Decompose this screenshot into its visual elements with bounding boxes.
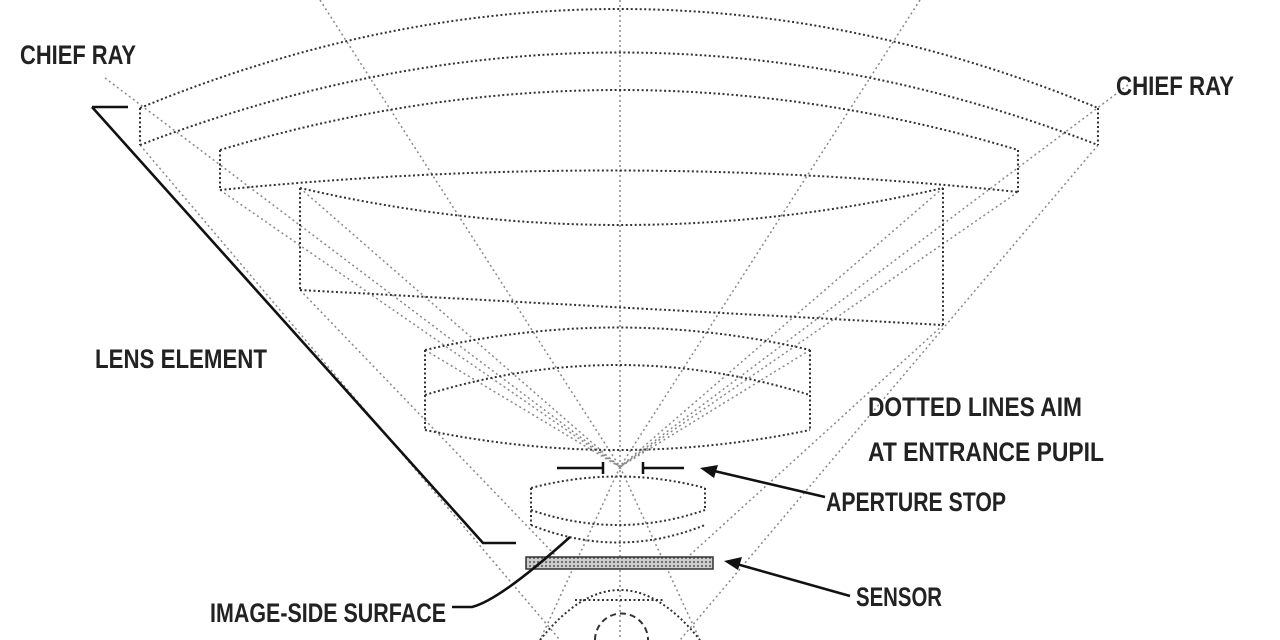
label-dotted-note-1: DOTTED LINES AIM [868, 392, 1082, 422]
sensor-arrow [732, 561, 851, 598]
label-lens-element: LENS ELEMENT [95, 344, 267, 374]
lens-5 [530, 475, 706, 544]
label-chief-ray-right: CHIEF RAY [1116, 71, 1234, 101]
aperture-stop-arrow [709, 468, 826, 499]
arrowhead-icon [700, 465, 718, 478]
image-side-surface-leader [452, 536, 571, 609]
sensor [525, 556, 714, 570]
ray-lines [104, 0, 1129, 640]
arrowhead-icon [724, 557, 742, 570]
lens-element-leader [91, 105, 516, 545]
lower-element [539, 589, 701, 640]
label-chief-ray-left: CHIEF RAY [20, 40, 136, 70]
lens-2 [219, 89, 1019, 193]
lens-1 [139, 8, 1099, 146]
label-aperture-stop: APERTURE STOP [826, 487, 1006, 517]
label-sensor: SENSOR [856, 582, 942, 612]
label-image-side-surface: IMAGE-SIDE SURFACE [210, 598, 446, 628]
lens-3 [299, 187, 944, 326]
aperture-stop [557, 462, 684, 474]
lens-4 [424, 326, 811, 451]
label-dotted-note-2: AT ENTRANCE PUPIL [868, 437, 1104, 467]
chief-ray-right [619, 84, 1129, 468]
